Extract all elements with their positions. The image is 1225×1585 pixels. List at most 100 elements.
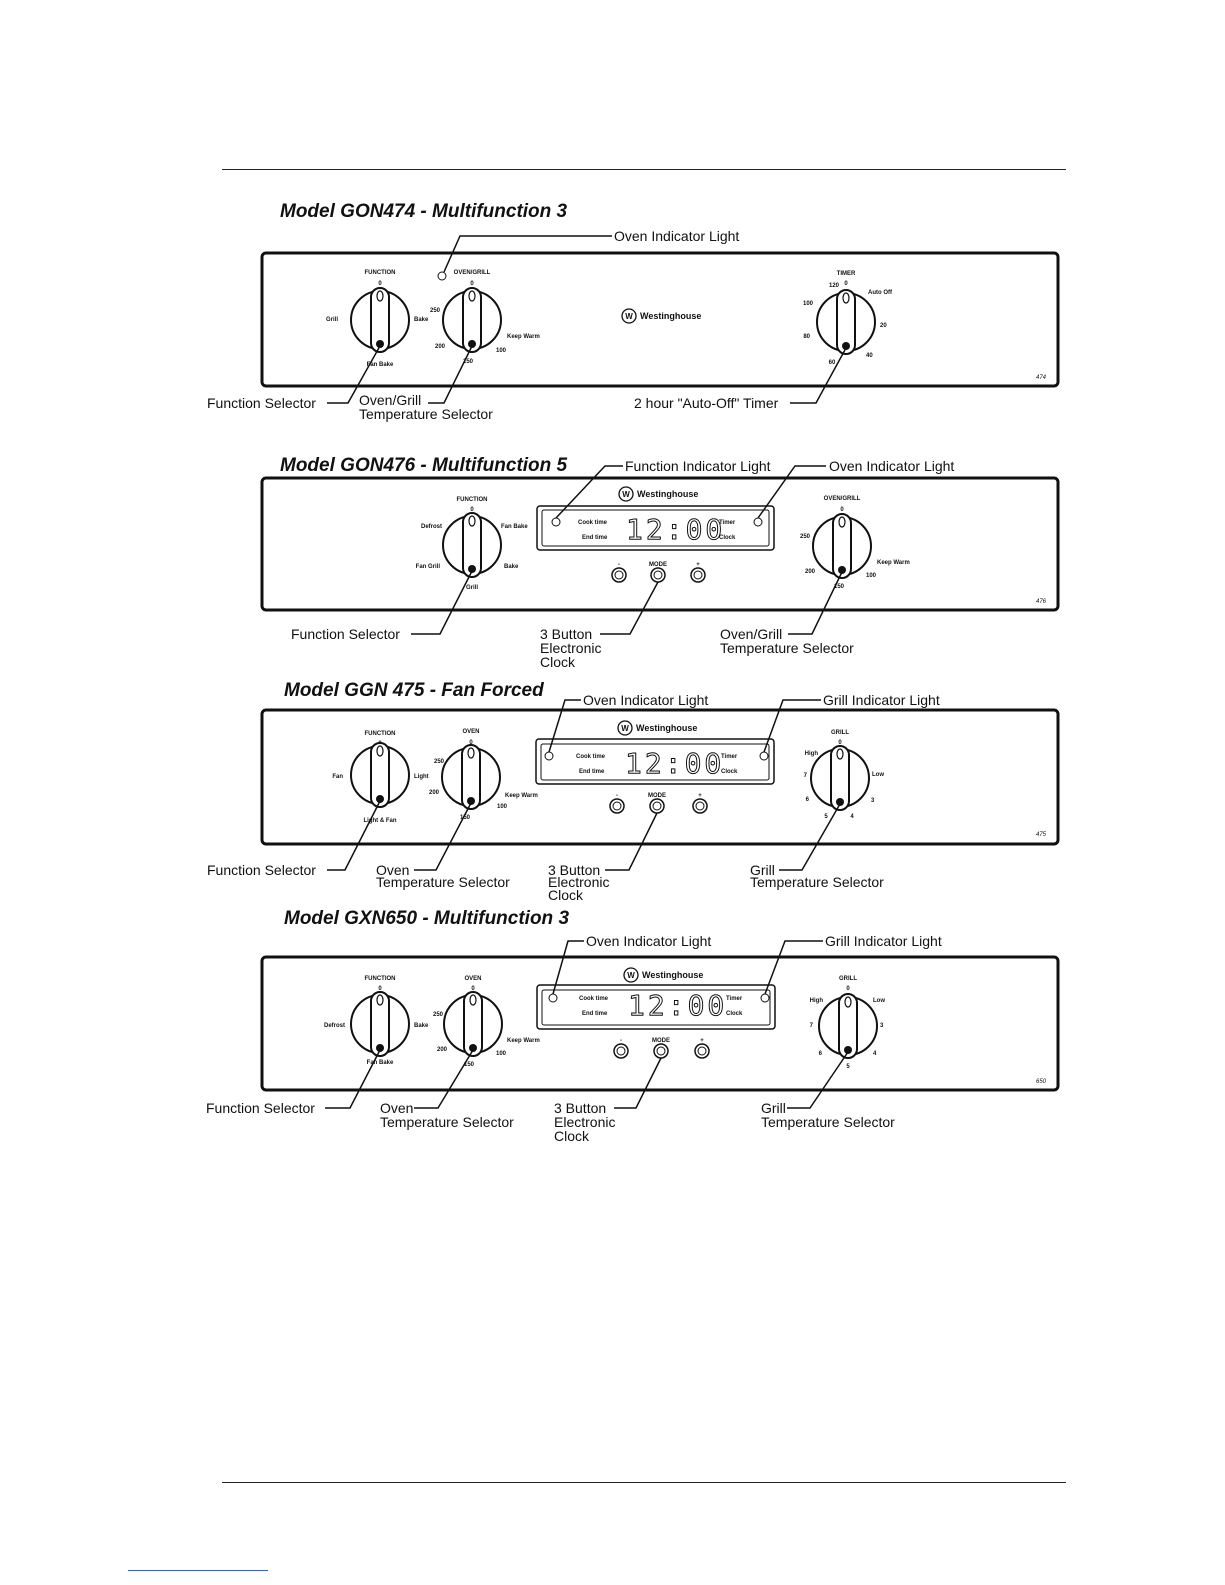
button-label: - xyxy=(618,562,620,568)
knob-mark: 100 xyxy=(496,1051,507,1057)
plus-button[interactable]: + xyxy=(692,793,708,814)
knob-mark: 100 xyxy=(497,804,508,810)
callout-function-selector: Function Selector xyxy=(206,1100,315,1116)
grill-knob[interactable]: GRILL 0 High Low 7 3 6 4 5 xyxy=(804,730,885,820)
clock-readout: 12:00 xyxy=(628,989,727,1022)
knob-mark: Bake xyxy=(504,564,519,570)
callout-function-selector: Function Selector xyxy=(207,862,316,878)
function-knob[interactable]: FUNCTION 0 Defrost Bake Fan Bake xyxy=(324,976,429,1066)
knob-mark: 7 xyxy=(810,1023,814,1029)
cook-time-label: Cook time xyxy=(578,520,608,526)
knob-mark: Keep Warm xyxy=(877,560,910,566)
cook-time-label: Cook time xyxy=(576,754,606,760)
callout-function-selector: Function Selector xyxy=(291,626,400,642)
button-label: MODE xyxy=(652,1038,670,1044)
knob-mark: High xyxy=(805,751,819,757)
knob-mark: Low xyxy=(873,998,885,1004)
knob-mark: Grill xyxy=(466,585,478,591)
knob-mark: 150 xyxy=(463,359,474,365)
model-code: 474 xyxy=(1036,375,1047,381)
mode-button[interactable]: MODE xyxy=(649,562,667,583)
oven-knob[interactable]: OVEN 0 250 200 Keep Warm 100 150 xyxy=(429,729,538,821)
knob-mark: Keep Warm xyxy=(507,334,540,340)
brand-name: Westinghouse xyxy=(636,723,697,733)
section-gon474: Model GON474 - Multifunction 3 FUNCTION … xyxy=(207,201,1060,422)
knob-mark: 0 xyxy=(378,281,382,287)
knob-mark: 0 xyxy=(470,281,474,287)
leader-line xyxy=(764,940,823,995)
callout-temperature-selector: Temperature Selector xyxy=(380,1114,514,1130)
knob-mark: 3 xyxy=(880,1023,884,1029)
brand-logo: Westinghouse xyxy=(617,720,697,736)
knob-mark: 0 xyxy=(844,281,848,287)
knob-mark: 200 xyxy=(429,790,440,796)
leader-line xyxy=(788,571,843,635)
clock-readout: 12:00 xyxy=(626,513,725,546)
function-knob[interactable]: FUNCTION 0 Fan Light Light & Fan xyxy=(332,731,428,824)
callout-electronic: Electronic xyxy=(554,1114,615,1130)
callout-clock: Clock xyxy=(548,887,584,903)
function-knob[interactable]: FUNCTION 0 Grill Bake Fan Bake xyxy=(326,270,429,368)
mode-button[interactable]: MODE xyxy=(652,1038,670,1059)
leader-line xyxy=(327,800,381,871)
callout-grill-indicator-light: Grill Indicator Light xyxy=(823,692,940,708)
grill-knob[interactable]: GRILL 0 High Low 7 3 6 4 5 xyxy=(810,976,886,1070)
brand-name: Westinghouse xyxy=(640,311,701,321)
knob-mark: Low xyxy=(872,772,884,778)
minus-button[interactable]: - xyxy=(609,793,625,814)
leader-line xyxy=(779,803,841,871)
leader-line xyxy=(548,699,581,753)
button-label: MODE xyxy=(649,562,667,568)
leader-line xyxy=(414,802,472,871)
minus-button[interactable]: - xyxy=(611,562,627,583)
timer-label: Timer xyxy=(719,520,736,526)
knob-mark: Bake xyxy=(414,1023,429,1029)
function-knob[interactable]: FUNCTION 0 Defrost Fan Bake Fan Grill Ba… xyxy=(416,497,529,591)
brand-logo: Westinghouse xyxy=(621,308,701,324)
button-label: - xyxy=(620,1038,622,1044)
knob-header: FUNCTION xyxy=(365,270,396,276)
leader-line xyxy=(327,345,381,404)
callout-clock: Clock xyxy=(554,1128,590,1144)
callout-temperature-selector: Temperature Selector xyxy=(376,874,510,890)
callout-electronic: Electronic xyxy=(548,874,609,890)
knob-mark: 20 xyxy=(880,323,887,329)
knob-mark: Keep Warm xyxy=(507,1038,540,1044)
oven-knob[interactable]: OVEN 0 250 Keep Warm 200 100 150 xyxy=(433,976,540,1068)
leader-line xyxy=(600,581,659,635)
end-time-label: End time xyxy=(579,769,605,775)
knob-mark: Fan xyxy=(332,774,343,780)
grill-indicator-light xyxy=(760,993,770,1003)
callout-grill: Grill xyxy=(761,1100,786,1116)
section-title: Model GXN650 - Multifunction 3 xyxy=(284,908,569,929)
leader-line xyxy=(605,812,658,871)
plus-button[interactable]: + xyxy=(694,1038,710,1059)
knob-mark: 40 xyxy=(866,353,873,359)
model-code: 475 xyxy=(1036,832,1047,838)
end-time-label: End time xyxy=(582,1011,608,1017)
knob-mark: 100 xyxy=(803,301,814,307)
callout-oven-indicator-light: Oven Indicator Light xyxy=(583,692,708,708)
callout-oven: Oven xyxy=(380,1100,413,1116)
clock-label: Clock xyxy=(719,535,736,541)
plus-button[interactable]: + xyxy=(690,562,706,583)
knob-header: OVEN/GRILL xyxy=(824,496,861,502)
knob-header: OVEN/GRILL xyxy=(454,270,491,276)
mode-button[interactable]: MODE xyxy=(648,793,666,814)
oven-indicator-light xyxy=(753,517,763,527)
knob-header: GRILL xyxy=(839,976,857,982)
grill-indicator-light xyxy=(759,751,769,761)
callout-oven-grill: Oven/Grill xyxy=(359,392,421,408)
knob-mark: Light & Fan xyxy=(364,818,397,824)
timer-knob[interactable]: TIMER 120 0 Auto Off 100 20 80 40 60 xyxy=(803,271,893,366)
callout-3-button: 3 Button xyxy=(540,626,592,642)
oven-indicator-light xyxy=(544,751,554,761)
section-title: Model GGN 475 - Fan Forced xyxy=(284,680,544,701)
callout-temperature-selector: Temperature Selector xyxy=(761,1114,895,1130)
oven-grill-knob[interactable]: OVEN/GRILL 0 250 Keep Warm 200 100 150 xyxy=(430,270,540,365)
button-label: MODE xyxy=(648,793,666,799)
minus-button[interactable]: - xyxy=(613,1038,629,1059)
oven-grill-knob[interactable]: OVEN/GRILL 0 250 Keep Warm 200 100 150 xyxy=(800,496,910,590)
leader-line xyxy=(757,465,826,519)
